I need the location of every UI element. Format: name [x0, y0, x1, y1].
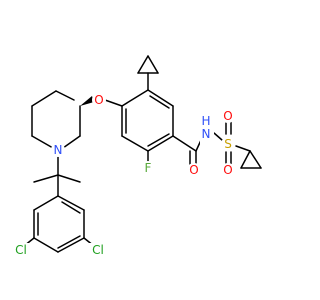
atom-label-sulfonyl-oxygen-bottom: O: [221, 163, 235, 177]
bond: [137, 55, 149, 74]
atom-label-chlorine-left: Cl: [12, 243, 30, 257]
atom-label-fluorine: F: [141, 161, 155, 175]
stereo-wedge-bond: [80, 96, 94, 106]
bond: [57, 174, 81, 183]
bond: [62, 135, 81, 149]
bond: [213, 132, 223, 141]
bond: [57, 235, 81, 249]
bond: [31, 90, 57, 107]
bond: [33, 237, 59, 253]
bond: [249, 150, 262, 169]
oxygen-atom-label: O: [223, 109, 232, 123]
bond: [31, 135, 54, 149]
bond: [147, 89, 174, 107]
bond: [147, 55, 159, 74]
atom-label-chlorine-right: Cl: [89, 243, 107, 257]
bond: [61, 201, 81, 214]
bond: [147, 135, 174, 152]
bond: [147, 133, 170, 147]
bond: [33, 174, 59, 183]
hydrogen-atom-label: H: [201, 114, 210, 128]
oxygen-atom-label: O: [223, 163, 232, 177]
atom-label-sulfonyl-oxygen-top: O: [221, 109, 235, 123]
chlorine-atom-label: Cl: [15, 243, 27, 257]
bond: [33, 195, 59, 211]
sulfur-atom-label: S: [224, 137, 232, 151]
bond: [172, 135, 197, 152]
atom-label-sulfur: S: [221, 137, 235, 151]
bond: [235, 145, 251, 152]
atom-label-piperidine-nitrogen: N: [51, 143, 65, 157]
atom-label-amide-nh: H N: [200, 114, 214, 144]
nitrogen-atom-label: N: [202, 127, 211, 141]
oxygen-atom-label: O: [189, 163, 198, 177]
atom-label-carbonyl-oxygen: O: [187, 163, 201, 177]
bond: [149, 95, 170, 109]
chlorine-atom-label: Cl: [92, 243, 104, 257]
bond: [57, 195, 85, 211]
atom-label-ether-oxygen: O: [92, 93, 106, 107]
oxygen-atom-label: O: [94, 93, 103, 107]
atom-label-layer: O N F O H N S O O: [12, 93, 235, 257]
molecule-structure-diagram: O N F O H N S O O: [12, 55, 262, 257]
bond: [57, 237, 85, 253]
bond: [55, 90, 75, 101]
bond: [240, 150, 251, 169]
nitrogen-atom-label: N: [54, 143, 63, 157]
fluorine-atom-label: F: [145, 161, 152, 175]
bond: [121, 135, 149, 152]
bond: [104, 99, 123, 107]
bond: [121, 89, 149, 107]
